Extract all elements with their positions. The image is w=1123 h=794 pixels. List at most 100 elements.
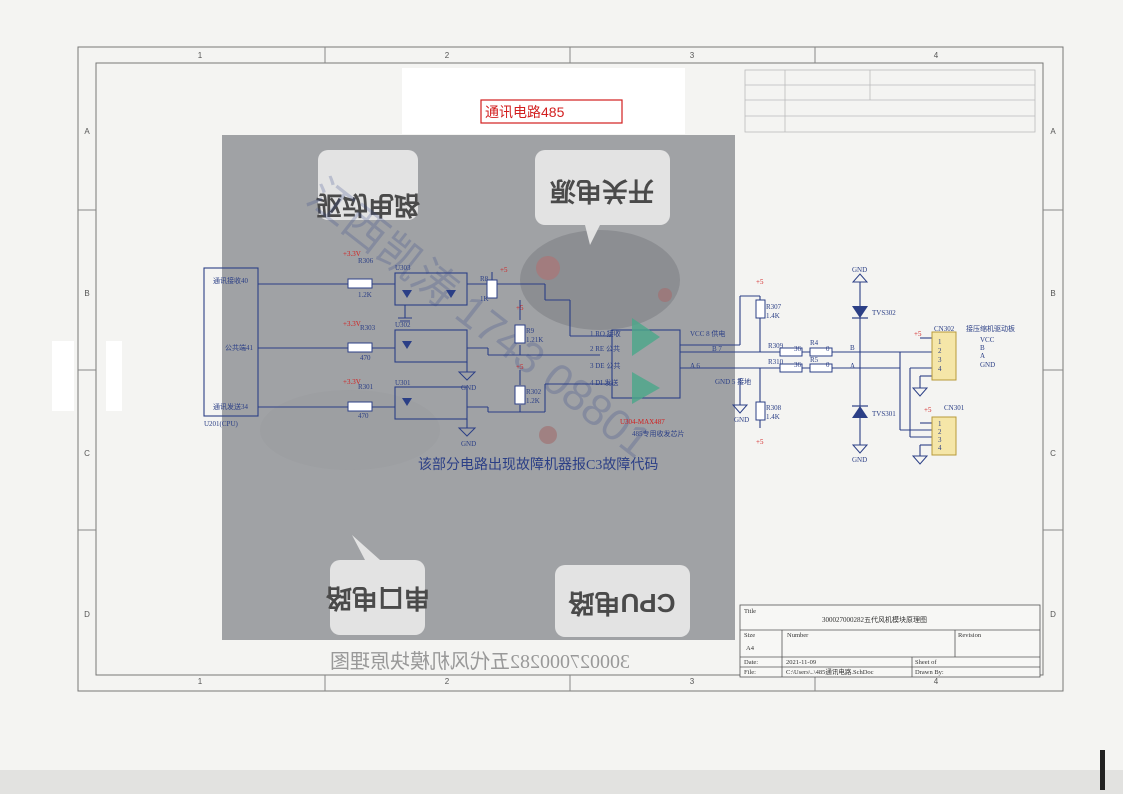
gnd-label: GND: [461, 384, 476, 392]
resistor-value: 1.2K: [526, 397, 540, 405]
bubble-power: [535, 150, 670, 225]
frame-labels: 1 2 3 4 1 2 3 4 A B C D A B C D: [84, 51, 1056, 686]
size-value: A4: [746, 645, 755, 652]
paper-shadow: [0, 770, 1123, 794]
date-value: 2021-11-09: [786, 659, 816, 666]
svg-text:驱动电路: 驱动电路: [316, 190, 421, 220]
fault-note: 该部分电路出现故障机器报C3故障代码: [418, 457, 658, 473]
cn301-body: [931, 416, 957, 456]
supply-label: +5: [756, 278, 764, 286]
gnd-label: GND: [734, 416, 749, 424]
resistors: [347, 278, 833, 421]
mirrored-caption: 300027000282五代风机模块原理图: [330, 650, 630, 673]
cn302-ref: CN302: [934, 325, 955, 333]
chip-pin: GND 5 接地: [715, 377, 751, 386]
photo-label-driver: 驱动电路: [316, 190, 421, 220]
resistor-ref: R308: [766, 404, 782, 412]
opto-ref: U303: [395, 264, 411, 272]
title-text: 通讯电路485: [485, 104, 565, 120]
chip-pin: A 6: [690, 362, 700, 370]
resistor-ref: R303: [360, 324, 376, 332]
tvs302-symbol: [852, 306, 868, 318]
cn301-pin: 2: [938, 428, 942, 436]
chip-caption: 485专用收发芯片: [632, 429, 685, 438]
resistor-value: 470: [360, 354, 371, 362]
resistor-ref: R302: [526, 388, 542, 396]
resistor-value: 0: [826, 345, 830, 353]
sheet-label: Sheet of: [915, 659, 937, 666]
cn302-signal: VCC: [980, 336, 995, 344]
row-label: D: [84, 610, 90, 619]
row-label: B: [84, 289, 89, 298]
resistor-value: 470: [358, 412, 369, 420]
chip-pin: VCC 8 供电: [690, 329, 725, 338]
resistor-value: 1.2K: [358, 291, 372, 299]
cn301-pin: 3: [938, 436, 942, 444]
cn301-pin: 1: [938, 420, 942, 428]
tvs-ref: TVS302: [872, 309, 896, 317]
tvs-ref: TVS301: [872, 410, 896, 418]
col-label: 1: [198, 51, 203, 60]
title-label: Title: [744, 608, 756, 615]
cn301-ref: CN301: [944, 404, 965, 412]
chip-pin: 1 RO 接收: [590, 329, 621, 338]
number-label: Number: [787, 632, 809, 639]
cn302-pin: 4: [938, 365, 942, 373]
photo-label-cpu: CPU电路: [568, 588, 676, 618]
supply-label: +3.3V: [343, 320, 361, 328]
cn302-body: [931, 331, 957, 381]
redaction-right: [106, 341, 122, 411]
opto-ref: U302: [395, 321, 411, 329]
cn302-signal: GND: [980, 361, 995, 369]
supply-label: +3.3V: [343, 378, 361, 386]
driver-triangle: [632, 318, 660, 356]
drawn-label: Drawn By:: [915, 669, 944, 676]
revision-label: Revision: [958, 632, 982, 639]
revision-table: [744, 69, 1036, 133]
resistor-value: 0: [826, 361, 830, 369]
opto-leds: [402, 290, 456, 406]
connector-ref: U201(CPU): [204, 420, 239, 428]
chip-pin: 4 DI 发送: [590, 378, 618, 387]
gnd-label: GND: [852, 456, 867, 464]
bubble-serial: [330, 560, 425, 635]
supply-label: +5: [924, 406, 932, 414]
resistor-ref: R5: [810, 356, 819, 364]
redaction-left: [52, 341, 74, 411]
cn302-pin: 1: [938, 338, 942, 346]
file-label: File:: [744, 669, 756, 676]
gnd-symbols: [398, 273, 929, 465]
photo-label-serial: 串口电路: [325, 583, 430, 613]
bus-label: A: [850, 362, 855, 370]
resistor-ref: R301: [358, 383, 374, 391]
chip-ref: U304-MAX487: [620, 418, 665, 426]
resistor-ref: R310: [768, 358, 784, 366]
resistor-ref: R309: [768, 342, 784, 350]
pin-label: 通讯接收40: [213, 276, 248, 285]
row-label: C: [1050, 449, 1056, 458]
receiver-triangle: [632, 372, 660, 404]
pin-label: 通讯发送34: [213, 402, 248, 411]
col-label: 4: [934, 51, 939, 60]
supply-label: +5: [756, 438, 764, 446]
tvs301-symbol: [852, 406, 868, 418]
col-label: 4: [934, 677, 939, 686]
resistor-value: 36: [794, 361, 802, 369]
resistor-value: 36: [794, 345, 802, 353]
resistor-value: 1.4K: [766, 312, 780, 320]
row-label: A: [1050, 127, 1056, 136]
title-value: 300027000282五代风机模块原理图: [822, 615, 927, 624]
row-label: D: [1050, 610, 1056, 619]
opto-ref: U301: [395, 379, 411, 387]
resistor-value: 1.4K: [766, 413, 780, 421]
row-label: A: [84, 127, 90, 136]
col-label: 3: [690, 677, 695, 686]
cn302-signal: A: [980, 352, 985, 360]
cn302-pin: 2: [938, 347, 942, 355]
resistor-ref: R306: [358, 257, 374, 265]
date-label: Date:: [744, 659, 758, 666]
resistor-value: 1K: [480, 295, 489, 303]
title-block: [739, 604, 1041, 678]
gnd-label: GND: [852, 266, 867, 274]
